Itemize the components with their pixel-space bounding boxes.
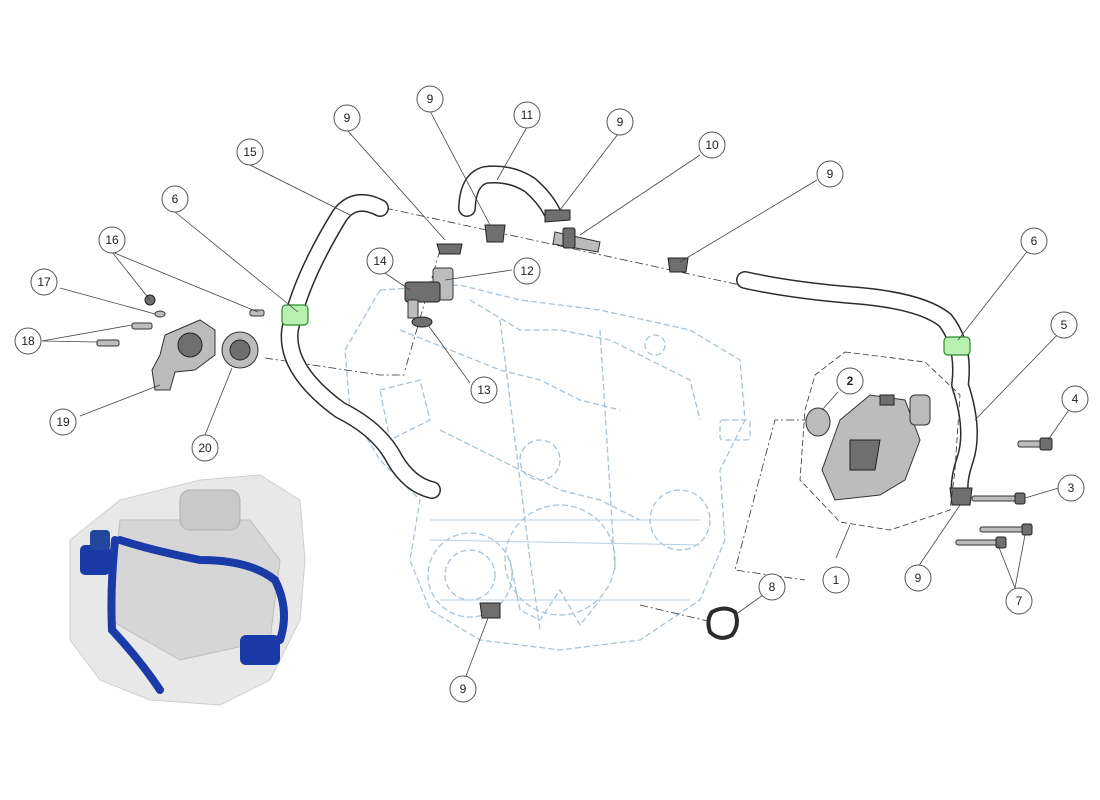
svg-text:15: 15 (243, 145, 257, 159)
svg-text:18: 18 (21, 334, 35, 348)
svg-text:6: 6 (1031, 234, 1038, 248)
callout-9-f: 9 (449, 675, 477, 703)
engine-block-ghost (344, 284, 751, 651)
svg-text:1: 1 (833, 573, 840, 587)
callout-7: 7 (1005, 587, 1033, 615)
svg-text:10: 10 (705, 138, 719, 152)
callout-3: 3 (1057, 474, 1085, 502)
bolt-icon (955, 437, 1053, 549)
callout-10: 10 (698, 131, 726, 159)
callout-1: 1 (822, 566, 850, 594)
callout-9-e: 9 (904, 564, 932, 592)
callout-4: 4 (1061, 385, 1089, 413)
callout-9-a: 9 (333, 104, 361, 132)
svg-text:9: 9 (344, 111, 351, 125)
svg-text:17: 17 (37, 275, 51, 289)
callout-20: 20 (191, 434, 219, 462)
svg-text:16: 16 (105, 233, 119, 247)
callout-18: 18 (14, 327, 42, 355)
svg-text:8: 8 (769, 580, 776, 594)
engine-location-inset (69, 474, 306, 706)
hose-connector-10 (552, 227, 601, 253)
svg-text:9: 9 (915, 571, 922, 585)
svg-text:6: 6 (172, 192, 179, 206)
coolant-hose-5 (736, 271, 978, 504)
svg-text:19: 19 (56, 415, 70, 429)
callout-11: 11 (513, 101, 541, 129)
leader-lines (41, 110, 1076, 677)
temperature-sensor (404, 267, 454, 328)
svg-text:7: 7 (1016, 594, 1023, 608)
svg-text:2: 2 (847, 374, 854, 388)
hose-clamp-icon (436, 209, 973, 619)
callout-6-left: 6 (161, 185, 189, 213)
callout-9-d: 9 (816, 160, 844, 188)
callout-9-b: 9 (416, 85, 444, 113)
hose-clip-6-left (281, 304, 309, 326)
coolant-hose-11 (458, 165, 561, 221)
svg-text:9: 9 (427, 92, 434, 106)
callout-12: 12 (513, 257, 541, 285)
water-pump-assembly (799, 351, 961, 531)
svg-text:3: 3 (1068, 481, 1075, 495)
svg-text:9: 9 (827, 167, 834, 181)
svg-text:5: 5 (1061, 318, 1068, 332)
o-ring-8 (706, 606, 739, 640)
svg-text:4: 4 (1072, 392, 1079, 406)
callout-19: 19 (49, 408, 77, 436)
svg-text:11: 11 (521, 108, 534, 122)
callout-6-right: 6 (1020, 227, 1048, 255)
callout-8: 8 (758, 573, 786, 601)
svg-text:9: 9 (460, 682, 467, 696)
callout-5: 5 (1050, 311, 1078, 339)
coolant-hose-15 (280, 193, 441, 499)
hose-clip-6-right (943, 336, 971, 356)
callout-13: 13 (470, 376, 498, 404)
callout-16: 16 (98, 226, 126, 254)
svg-text:14: 14 (373, 254, 387, 268)
svg-text:9: 9 (617, 115, 624, 129)
thermostat-housing (96, 294, 265, 391)
svg-text:20: 20 (198, 441, 212, 455)
svg-text:12: 12 (520, 264, 534, 278)
callout-2: 2 (836, 367, 864, 395)
callout-15: 15 (236, 138, 264, 166)
callout-14: 14 (366, 247, 394, 275)
callout-17: 17 (30, 268, 58, 296)
callout-9-c: 9 (606, 108, 634, 136)
svg-text:13: 13 (477, 383, 491, 397)
